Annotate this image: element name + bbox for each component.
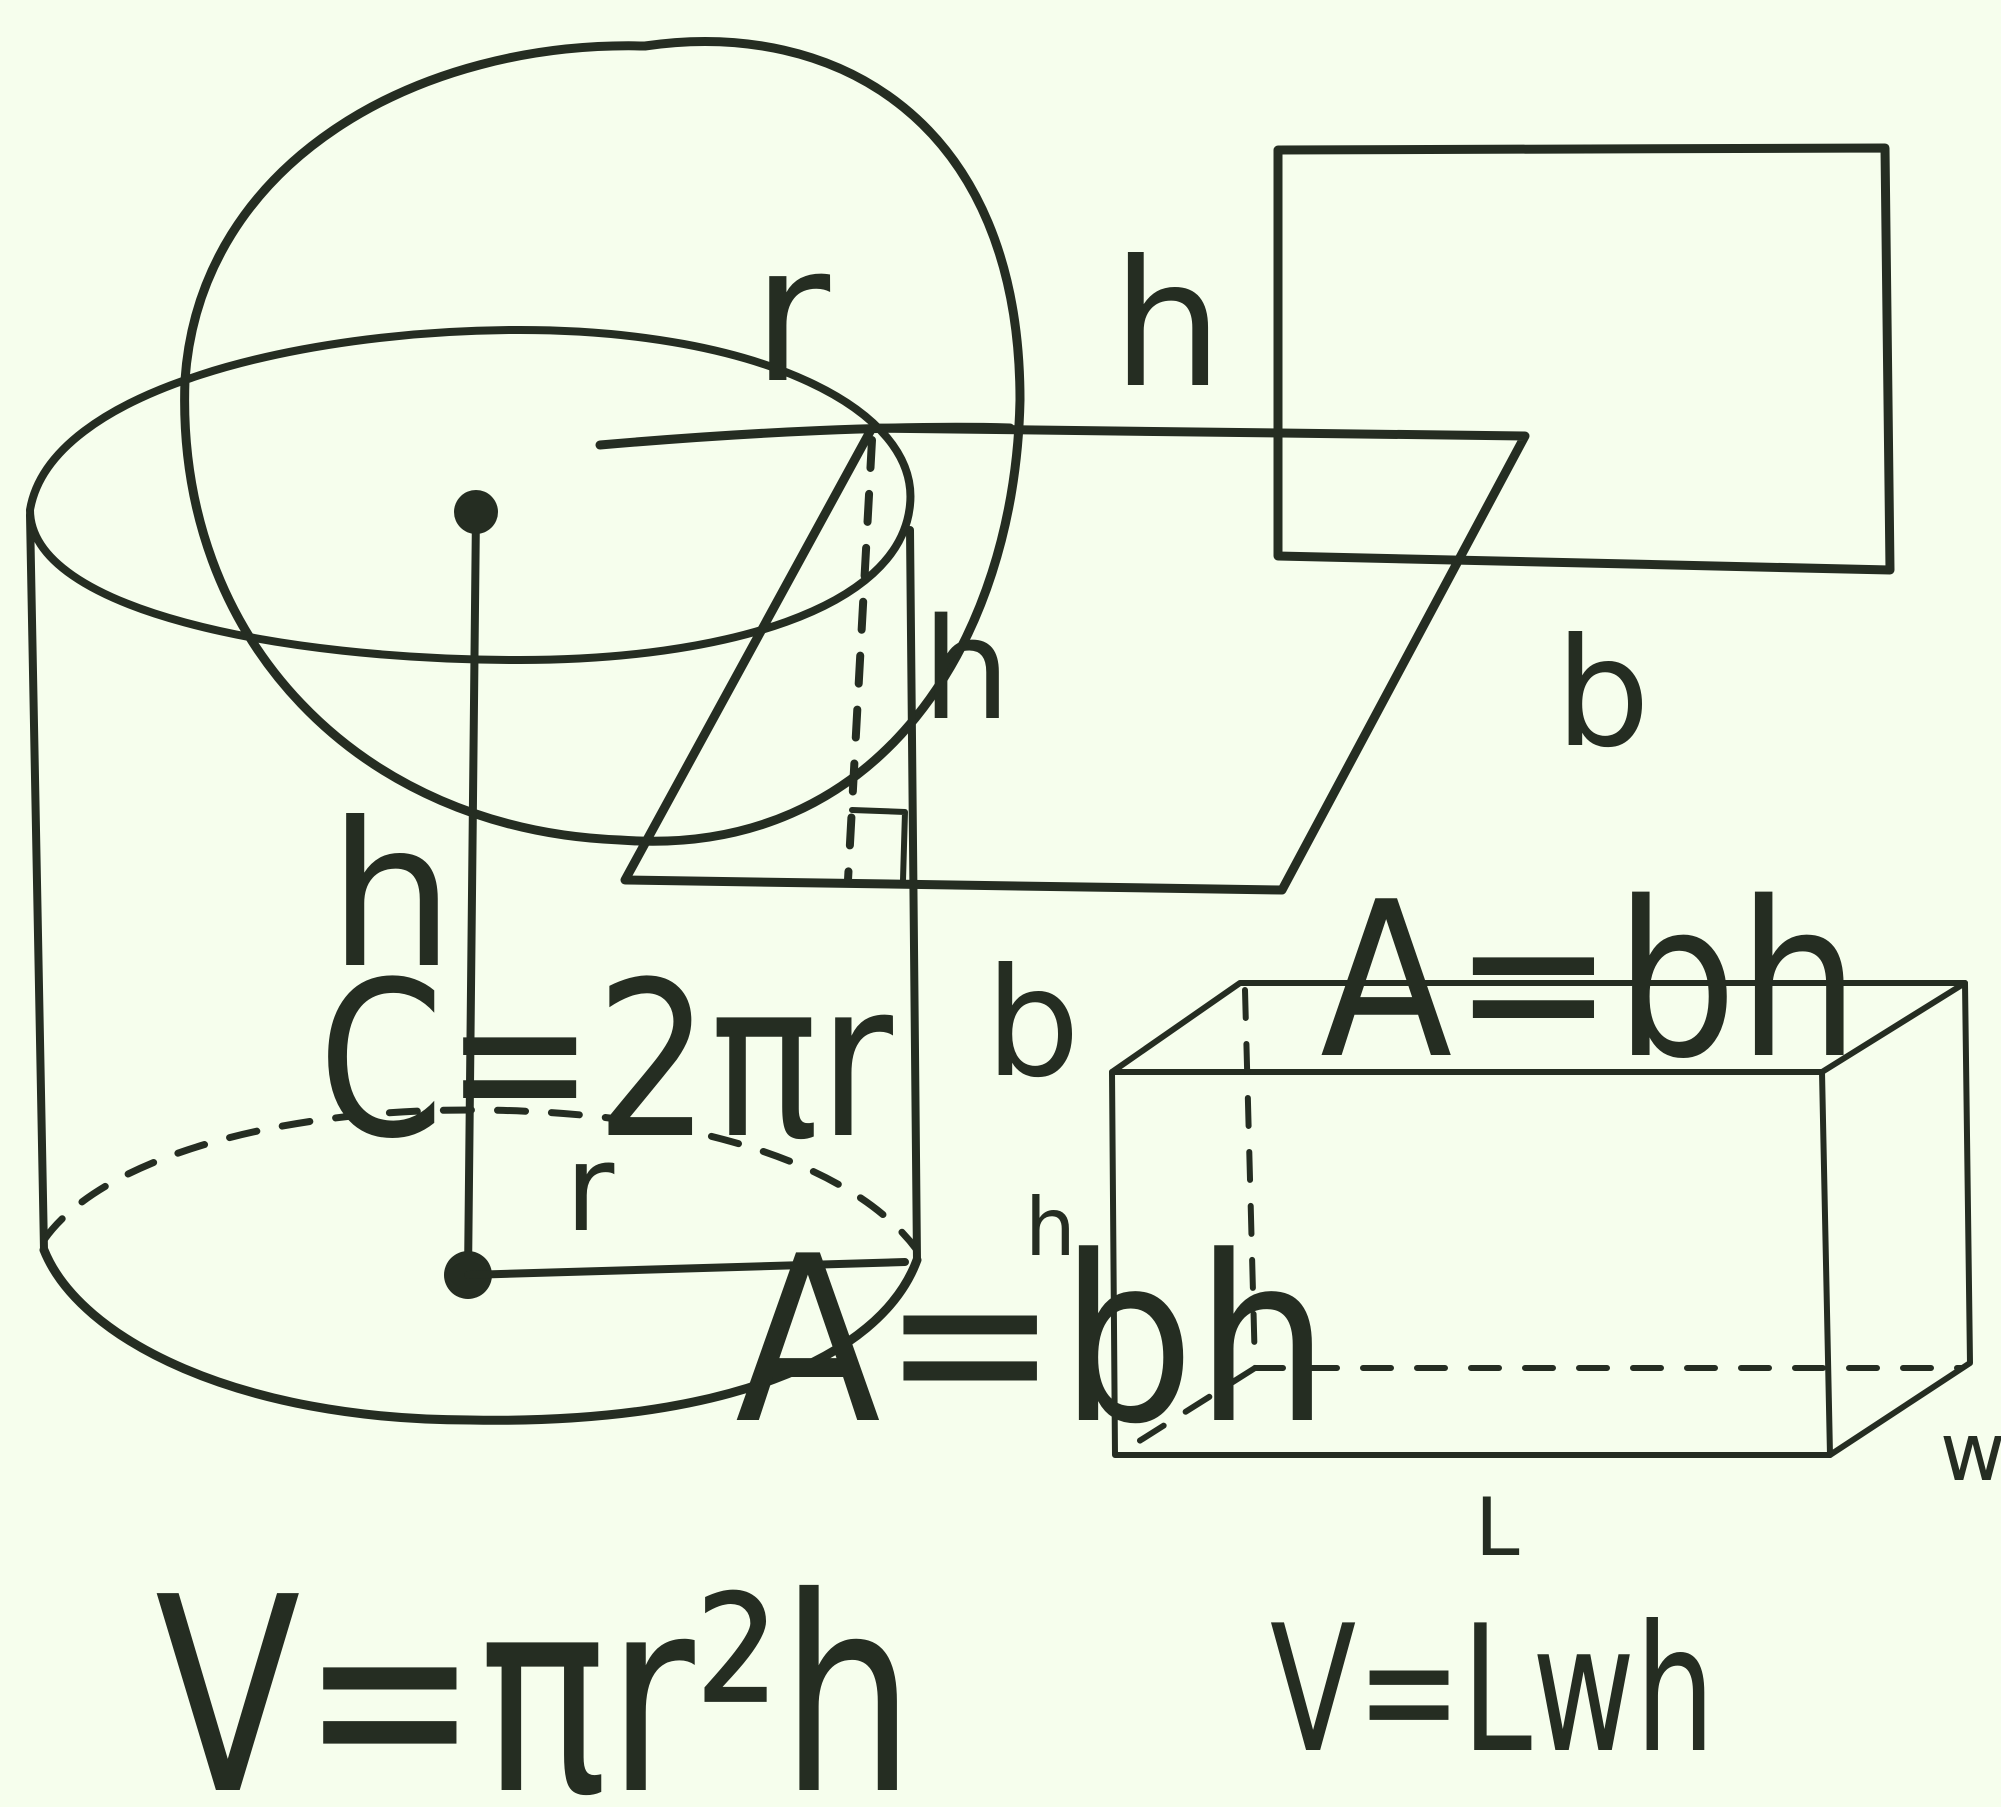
- prism-width-label: w: [1940, 1406, 2001, 1499]
- cylinder-volume-formula: V=πr²h: [155, 1539, 915, 1807]
- cylinder-radius-label: r: [565, 1120, 615, 1259]
- circle-formula: C=2πr: [318, 935, 893, 1186]
- parallelogram-shape: [620, 423, 1530, 895]
- prism-length-label: L: [1475, 1481, 1520, 1574]
- parallelogram-area-formula: A=bh: [735, 1208, 1330, 1475]
- cylinder-height-label: h: [328, 780, 455, 1013]
- cylinder-axis: [464, 508, 480, 1279]
- rectangle-shape: [1273, 143, 1895, 575]
- circle-radius-label: r: [752, 204, 831, 425]
- parallelogram: [620, 423, 1530, 895]
- cylinder-top-ellipse: [26, 326, 915, 664]
- cylinder-bottom-front: [39, 1245, 922, 1425]
- prism-volume-formula: V=Lwh: [1270, 1589, 1715, 1792]
- parallelogram-base-label: b: [985, 937, 1080, 1111]
- parallelogram-height-dashed: [844, 436, 876, 884]
- cylinder-top-center-dot: [454, 490, 498, 534]
- prism-top-face: [1109, 980, 1968, 1075]
- cylinder-left-side: [26, 511, 48, 1254]
- rectangle-area-formula: A=bh: [1320, 855, 1860, 1106]
- parallelogram-top-height-label: h: [1112, 224, 1223, 427]
- parallelogram-right-angle-mark: [849, 807, 908, 883]
- rectangular-prism: [1109, 980, 1973, 1458]
- cylinder: [26, 326, 922, 1425]
- parallelogram-inner-height-label: h: [922, 589, 1011, 752]
- cylinder-right-side: [906, 526, 921, 1264]
- rectangle-base-label: b: [1555, 607, 1650, 781]
- rectangle-height-label: h: [1025, 1181, 1076, 1274]
- circle-shape: [180, 37, 1025, 846]
- cylinder-radius-line: [464, 1258, 909, 1279]
- prism-hidden-edges-dashed: [1122, 987, 1965, 1453]
- prism-right-edge: [1827, 980, 1973, 1458]
